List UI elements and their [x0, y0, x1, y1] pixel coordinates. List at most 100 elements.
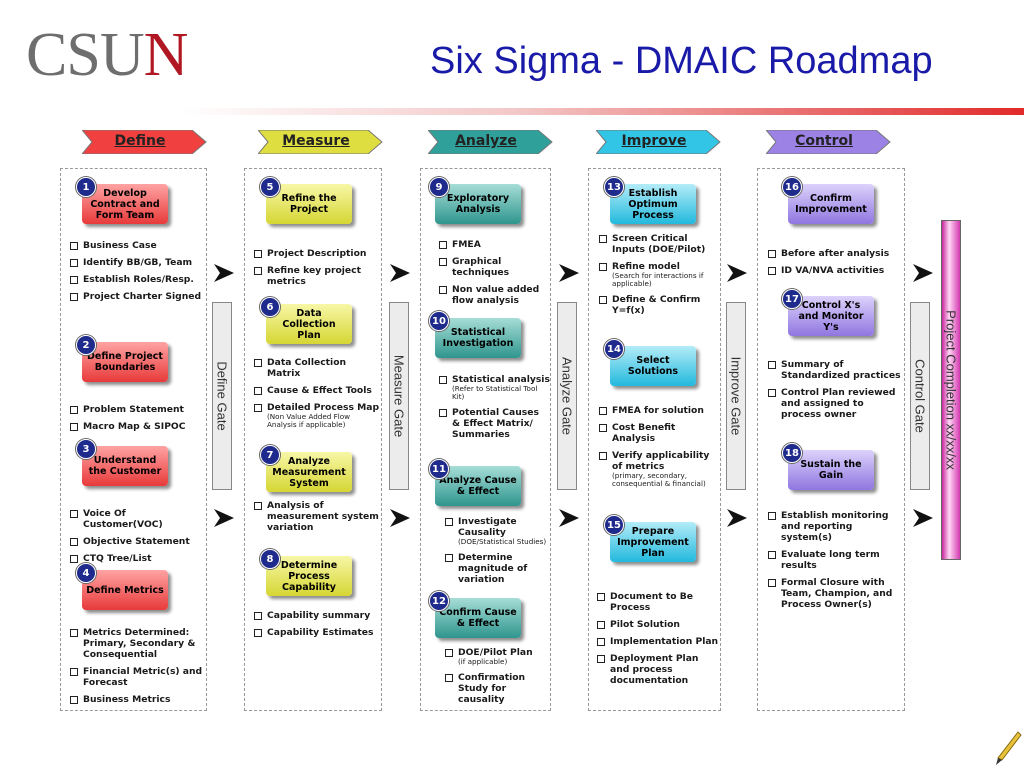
phase-analyze: Analyze: [428, 130, 556, 154]
step-11-box: Analyze Cause & Effect: [435, 466, 521, 506]
list-item-text: Implementation Plan: [610, 636, 719, 647]
phase-improve-banner: [596, 130, 721, 154]
step-1-box: Develop Contract and Form Team: [82, 184, 168, 224]
checkbox-icon: [70, 276, 78, 284]
step-14-box: Select Solutions: [610, 346, 696, 386]
list-item: Confirmation Study for causality: [444, 672, 550, 705]
list-item: Control Plan reviewed and assigned to pr…: [767, 387, 903, 420]
right-arrow-icon: [214, 264, 234, 282]
step-18-number: 18: [782, 443, 802, 463]
title-divider: [180, 108, 1024, 115]
list-item: Establish monitoring and reporting syste…: [767, 510, 903, 543]
step-10-list: Statistical analysis(Refer to Statistica…: [438, 374, 550, 446]
step-6-box: Data Collection Plan: [266, 304, 352, 344]
checkbox-icon: [597, 655, 605, 663]
checkbox-icon: [599, 296, 607, 304]
phase-measure: Measure: [258, 130, 386, 154]
logo-text-cs: CSU: [26, 21, 145, 89]
list-item: Project Description: [253, 248, 381, 259]
checkbox-icon: [70, 555, 78, 563]
right-arrow-icon: [390, 509, 410, 527]
phase-improve-label: Improve: [621, 133, 687, 149]
checkbox-icon: [599, 235, 607, 243]
improve-gate: Improve Gate: [726, 302, 746, 490]
improve-column: [588, 168, 721, 711]
checkbox-icon: [70, 629, 78, 637]
checkbox-icon: [599, 407, 607, 415]
checkbox-icon: [768, 551, 776, 559]
right-arrow-icon: [727, 264, 747, 282]
checkbox-icon: [597, 593, 605, 601]
list-item: Graphical techniques: [438, 256, 550, 278]
list-item-text: Data Collection Matrix: [267, 357, 347, 379]
phase-analyze-label: Analyze: [455, 133, 517, 149]
step-12-list: DOE/Pilot Plan(if applicable) Confirmatio…: [444, 647, 550, 711]
step-3-number: 3: [76, 439, 96, 459]
list-item-text: Non value added flow analysis: [452, 284, 540, 306]
list-item: CTQ Tree/List: [69, 553, 207, 564]
list-item: Determine magnitude of variation: [444, 552, 550, 585]
checkbox-icon: [70, 259, 78, 267]
list-item: Pilot Solution: [596, 619, 720, 630]
checkbox-icon: [439, 409, 447, 417]
list-item-text: Summary of Standardized practices: [781, 359, 901, 381]
checkbox-icon: [70, 293, 78, 301]
step-10-box: Statistical Investigation: [435, 318, 521, 358]
list-item-text: Determine magnitude of variation: [458, 552, 528, 585]
step-10-number: 10: [429, 311, 449, 331]
list-item-text: Identify BB/GB, Team: [83, 257, 193, 268]
checkbox-icon: [439, 258, 447, 266]
list-item-text: FMEA: [452, 239, 481, 250]
phase-define-label: Define: [114, 133, 166, 149]
checkbox-icon: [597, 621, 605, 629]
step-4-number: 4: [76, 563, 96, 583]
right-arrow-icon: [559, 264, 579, 282]
list-item: Before after analysis: [767, 248, 903, 259]
list-item: Identify BB/GB, Team: [69, 257, 205, 268]
step-1-number: 1: [76, 177, 96, 197]
list-item-text: Project Charter Signed: [83, 291, 202, 302]
list-item-text: Pilot Solution: [610, 619, 680, 630]
project-completion-label: Project Completion xx/xx/xx: [943, 310, 959, 470]
list-item-text: Document to Be Process: [610, 591, 693, 613]
list-item: Non value added flow analysis: [438, 284, 550, 306]
list-item-note: (Search for interactions if applicable): [612, 271, 704, 288]
list-item: Refine model(Search for interactions if …: [598, 261, 720, 288]
define-gate-label: Define Gate: [214, 361, 230, 431]
step-15-number: 15: [604, 515, 624, 535]
step-3-box: Understand the Customer: [82, 446, 168, 486]
list-item-text: Potential Causes & Effect Matrix/ Summar…: [452, 407, 539, 440]
checkbox-icon: [768, 361, 776, 369]
list-item: Capability summary: [253, 610, 381, 621]
list-item-text: Financial Metric(s) and Forecast: [83, 666, 203, 688]
list-item: Financial Metric(s) and Forecast: [69, 666, 205, 688]
list-item: Refine key project metrics: [253, 265, 381, 287]
list-item: Business Case: [69, 240, 205, 251]
phase-measure-banner: [258, 130, 383, 154]
step-9-number: 9: [429, 177, 449, 197]
measure-gate: Measure Gate: [389, 302, 409, 490]
list-item-text: CTQ Tree/List: [83, 553, 152, 564]
list-item-note: (if applicable): [458, 657, 508, 666]
list-item: DOE/Pilot Plan(if applicable): [444, 647, 550, 666]
phase-measure-label: Measure: [282, 133, 350, 149]
step-11-list: Investigate Causality(DOE/Statistical St…: [444, 516, 550, 591]
right-arrow-icon: [214, 509, 234, 527]
step-8-number: 8: [260, 549, 280, 569]
step-7-number: 7: [260, 445, 280, 465]
slide-title: Six Sigma - DMAIC Roadmap: [430, 40, 933, 82]
list-item: Macro Map & SIPOC: [69, 421, 205, 432]
list-item: Formal Closure with Team, Champion, and …: [767, 577, 903, 610]
step-2-number: 2: [76, 335, 96, 355]
step-13-number: 13: [604, 177, 624, 197]
checkbox-icon: [70, 538, 78, 546]
list-item: Implementation Plan: [596, 636, 720, 647]
checkbox-icon: [254, 387, 262, 395]
analyze-column: [420, 168, 551, 711]
checkbox-icon: [70, 406, 78, 414]
phase-control-label: Control: [795, 133, 853, 149]
list-item-text: DOE/Pilot Plan: [458, 647, 533, 658]
